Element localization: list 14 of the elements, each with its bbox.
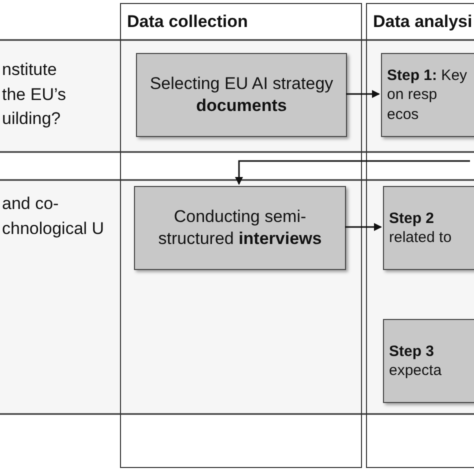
row-label: and co- chnological U: [2, 193, 106, 240]
column-heading: Data analysi: [373, 12, 472, 32]
column-heading: Data collection: [127, 12, 248, 32]
column-frame: [120, 3, 362, 468]
process-box: Selecting EU AI strategy documents: [136, 53, 347, 137]
arrow: [345, 223, 382, 231]
process-box: Step 2 related to: [383, 186, 474, 270]
process-box: Step 3 expecta: [383, 319, 474, 403]
column-frame: [366, 3, 474, 468]
arrow: [346, 90, 380, 98]
process-box: Step 1: Key on resp ecos: [381, 53, 474, 137]
process-box: Conducting semi-structured interviews: [134, 186, 346, 270]
row-label: nstitute the EU’s uilding?: [2, 59, 67, 130]
arrow: [235, 160, 470, 185]
